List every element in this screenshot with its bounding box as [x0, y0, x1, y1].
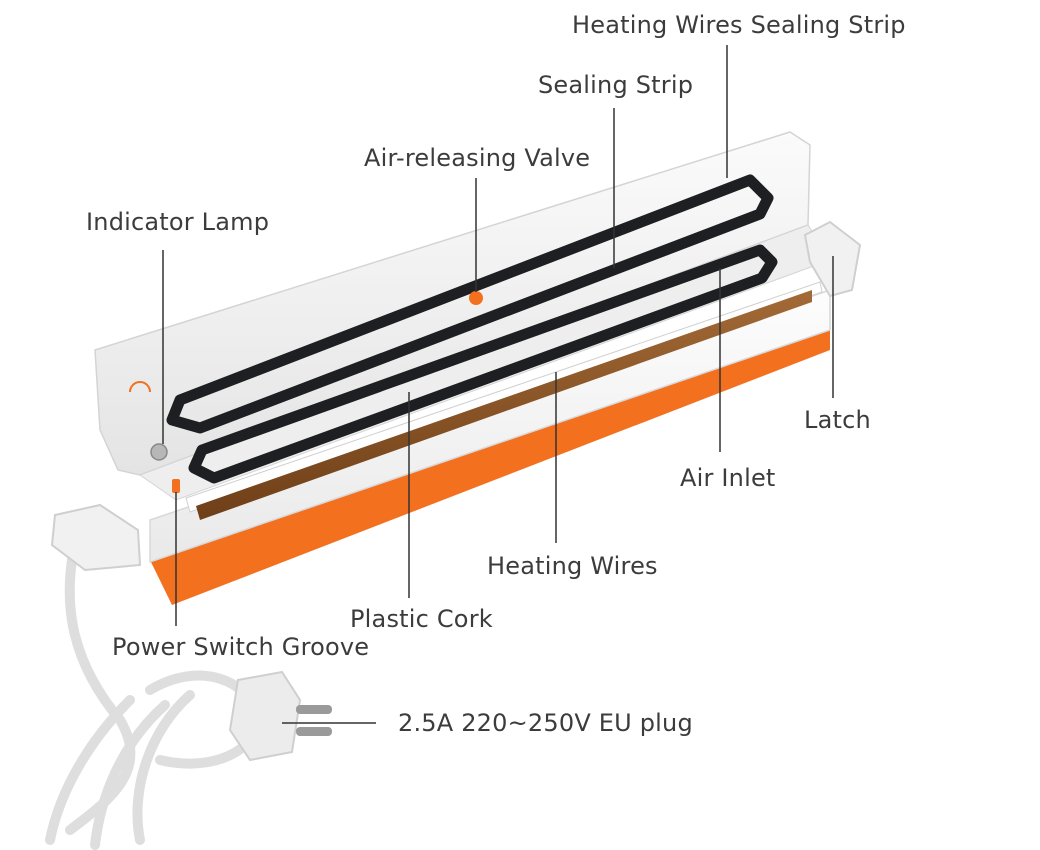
cord-hook — [50, 503, 142, 572]
power-switch-groove-part — [172, 479, 180, 493]
eu-plug — [228, 670, 332, 762]
label-sealing-strip: Sealing Strip — [538, 71, 694, 99]
air-releasing-valve-dot — [469, 291, 483, 305]
label-plug: 2.5A 220~250V EU plug — [398, 709, 693, 737]
sealing-gaskets — [166, 174, 778, 484]
label-latch: Latch — [804, 406, 871, 434]
label-power-switch-groove: Power Switch Groove — [112, 633, 370, 661]
leader-lines — [162, 45, 834, 724]
label-air-inlet: Air Inlet — [680, 464, 776, 492]
label-heating-wires-sealing-strip: Heating Wires Sealing Strip — [572, 11, 906, 39]
label-air-releasing-valve: Air-releasing Valve — [364, 144, 591, 172]
label-heating-wires: Heating Wires — [487, 552, 658, 580]
heating-wires-strip — [196, 290, 812, 520]
label-indicator-lamp: Indicator Lamp — [86, 208, 270, 236]
indicator-lamp-part — [129, 381, 168, 461]
label-plastic-cork: Plastic Cork — [350, 605, 493, 633]
